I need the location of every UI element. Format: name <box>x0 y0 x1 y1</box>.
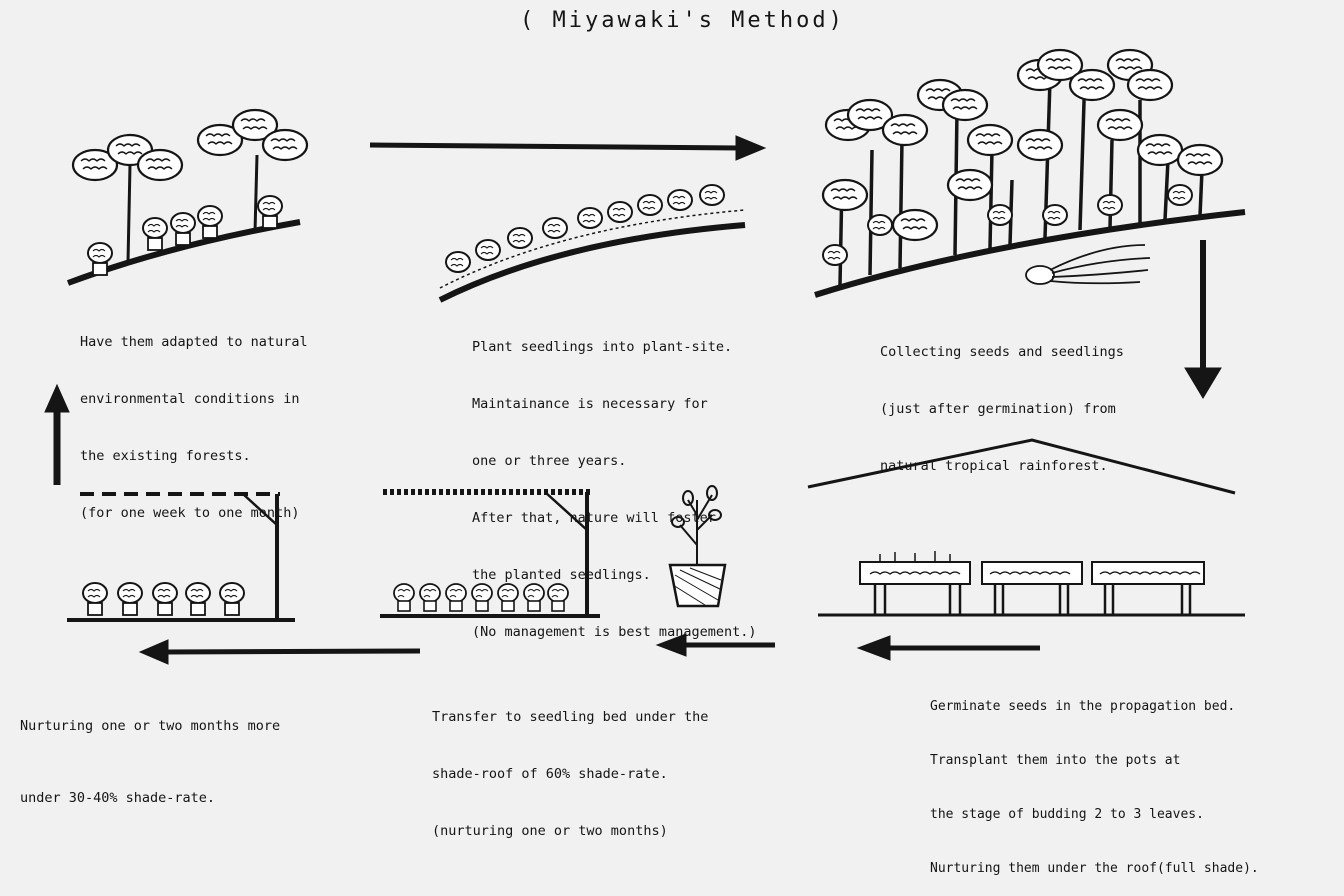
flow-arrow <box>44 135 1222 665</box>
propagation-shed-illustration <box>807 438 1245 617</box>
potted-plant-illustration <box>668 485 727 608</box>
adapted-seedlings-illustration <box>66 108 309 286</box>
step-collect-line-2: (just after germination) from <box>880 401 1116 417</box>
step-collect-text: Collecting seeds and seedlings (just aft… <box>880 305 1124 495</box>
step-plant-text: Plant seedlings into plant-site. Maintai… <box>472 300 756 661</box>
step-transfer-line-1: Transfer to seedling bed under the <box>432 709 709 725</box>
step-nurture-line-1: Nurturing one or two months more <box>20 718 281 734</box>
step-collect-line-1: Collecting seeds and seedlings <box>880 344 1124 360</box>
step-nurture-line-2: under 30-40% shade-rate. <box>20 790 216 806</box>
step-germinate-line-4: Nurturing them under the roof(full shade… <box>930 861 1259 876</box>
step-collect-line-3: natural tropical rainforest. <box>880 458 1108 474</box>
step-nurture-text: Nurturing one or two months more under 3… <box>20 666 280 834</box>
step-germinate-line-1: Germinate seeds in the propagation bed. <box>930 699 1236 714</box>
step-adapt-line-2: environmental conditions in <box>80 391 300 407</box>
step-germinate-line-2: Transplant them into the pots at <box>930 753 1181 768</box>
step-plant-line-6: (No management is best management.) <box>472 624 757 640</box>
step-plant-line-3: one or three years. <box>472 453 627 469</box>
step-adapt-line-3: the existing forests. <box>80 448 251 464</box>
step-adapt-line-1: Have them adapted to natural <box>80 334 308 350</box>
seed-pods-illustration <box>1025 244 1151 285</box>
shade-roof-30-illustration <box>67 492 295 622</box>
step-plant-line-5: the planted seedlings. <box>472 567 651 583</box>
step-germinate-text: Germinate seeds in the propagation bed. … <box>930 662 1259 896</box>
illustration-layer <box>44 48 1246 665</box>
step-plant-line-4: After that, nature will foster <box>472 510 716 526</box>
forest-illustration <box>814 48 1246 298</box>
step-transfer-line-3: (nurturing one or two months) <box>432 823 668 839</box>
step-transfer-line-2: shade-roof of 60% shade-rate. <box>432 766 668 782</box>
step-germinate-line-3: the stage of budding 2 to 3 leaves. <box>930 807 1204 822</box>
step-adapt-line-4: (for one week to one month) <box>80 505 300 521</box>
step-transfer-text: Transfer to seedling bed under the shade… <box>432 670 708 860</box>
diagram-title: ( Miyawaki's Method) <box>520 8 845 33</box>
planting-slope-illustration <box>438 184 746 303</box>
shade-roof-60-illustration <box>380 489 600 618</box>
step-plant-line-2: Maintainance is necessary for <box>472 396 708 412</box>
step-plant-line-1: Plant seedlings into plant-site. <box>472 339 733 355</box>
step-adapt-text: Have them adapted to natural environment… <box>80 295 308 542</box>
